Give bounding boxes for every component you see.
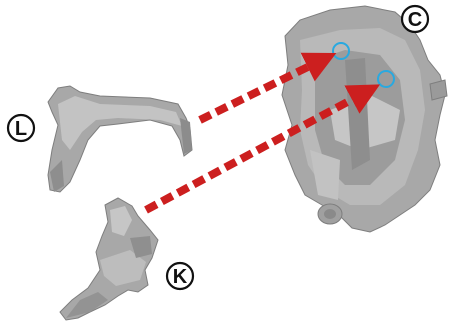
callout-c: C xyxy=(402,6,428,32)
callout-k: K xyxy=(167,263,193,289)
shift-shaft xyxy=(60,198,158,320)
callout-l: L xyxy=(8,115,34,141)
shift-fork xyxy=(48,86,192,192)
callout-k-letter: K xyxy=(173,266,188,288)
callout-l-letter: L xyxy=(15,118,27,140)
transmission-housing xyxy=(282,6,447,232)
callout-c-letter: C xyxy=(408,9,422,31)
